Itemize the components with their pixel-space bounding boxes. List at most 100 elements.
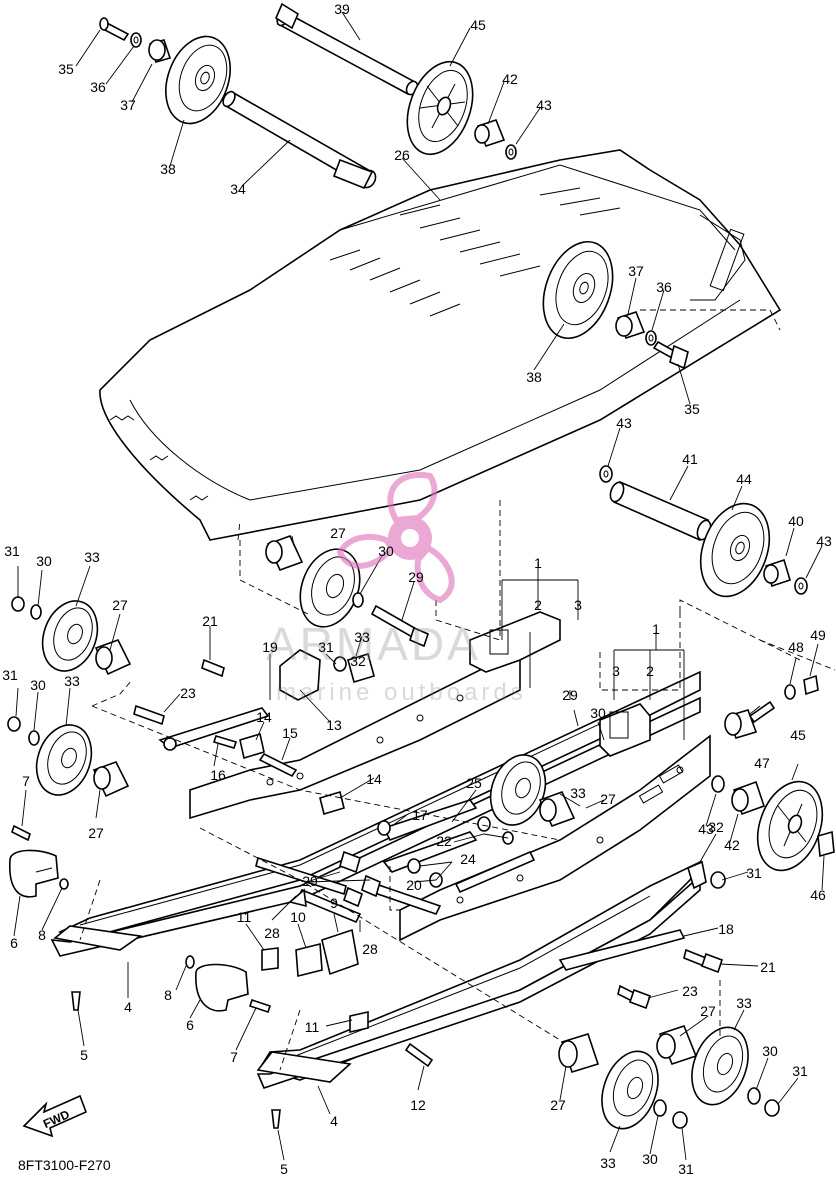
- callout-31-e: 31: [792, 1063, 808, 1079]
- callout-27-c: 27: [112, 597, 128, 613]
- callout-14-b: 14: [366, 771, 382, 787]
- callout-46: 46: [810, 887, 826, 903]
- callout-13: 13: [326, 717, 342, 733]
- callout-24: 24: [460, 851, 476, 867]
- callout-47: 47: [754, 755, 770, 771]
- callout-30-a: 30: [378, 543, 394, 559]
- callout-36: 36: [90, 79, 106, 95]
- callout-43-c: 43: [816, 533, 832, 549]
- callout-26: 26: [394, 147, 410, 163]
- callout-27-e: 27: [550, 1097, 566, 1113]
- callout-33-a: 33: [354, 629, 370, 645]
- assembly-lines: [79, 309, 836, 1071]
- callout-38: 38: [160, 161, 176, 177]
- callout-5-b: 5: [280, 1161, 288, 1177]
- callout-48: 48: [788, 639, 804, 655]
- callout-8-b: 8: [164, 987, 172, 1003]
- watermark-brand: ARMADA: [266, 618, 481, 670]
- callout-3-b: 3: [612, 663, 620, 679]
- callout-31-f: 31: [678, 1161, 694, 1177]
- callout-12: 12: [410, 1097, 426, 1113]
- callout-35-b: 35: [684, 401, 700, 417]
- callout-27-d: 27: [88, 825, 104, 841]
- callout-30-f: 30: [642, 1151, 658, 1167]
- callout-19: 19: [262, 639, 278, 655]
- callout-32-a: 32: [350, 653, 366, 669]
- callout-37: 37: [120, 97, 136, 113]
- callout-31-c: 31: [4, 543, 20, 559]
- callout-17: 17: [412, 807, 428, 823]
- track-belt: [99, 149, 782, 541]
- callout-33-f: 33: [600, 1155, 616, 1171]
- callout-9: 9: [330, 895, 338, 911]
- callout-37-b: 37: [628, 263, 644, 279]
- callout-33-d: 33: [64, 673, 80, 689]
- callout-33-e: 33: [736, 995, 752, 1011]
- callout-30-d: 30: [30, 677, 46, 693]
- callout-29-a: 29: [408, 569, 424, 585]
- watermark-sub: marine outboards: [276, 679, 527, 706]
- callout-33-c: 33: [84, 549, 100, 565]
- diagram-code: 8FT3100-F270: [18, 1157, 111, 1173]
- callout-14-a: 14: [256, 709, 272, 725]
- callout-10: 10: [290, 909, 306, 925]
- callout-40: 40: [788, 513, 804, 529]
- callout-39: 39: [334, 1, 350, 17]
- left-side-wheels: [7, 534, 429, 1011]
- callout-35: 35: [58, 61, 74, 77]
- callout-44: 44: [736, 471, 752, 487]
- callout-11-b: 11: [305, 1019, 320, 1035]
- callout-21-a: 21: [202, 613, 218, 629]
- callout-27-b: 27: [600, 791, 616, 807]
- callout-2-b: 2: [646, 663, 654, 679]
- fwd-arrow-icon: FWD: [22, 1094, 88, 1138]
- callout-29-c: 29: [302, 873, 318, 889]
- callout-41: 41: [682, 451, 698, 467]
- callout-15: 15: [282, 725, 298, 741]
- callout-43: 43: [536, 97, 552, 113]
- callout-32-b: 32: [708, 819, 724, 835]
- callout-3-a: 3: [574, 597, 582, 613]
- callout-31-b: 31: [746, 865, 762, 881]
- rear-idler-right: [542, 240, 689, 370]
- callout-5-a: 5: [80, 1047, 88, 1063]
- callout-33-b: 33: [570, 785, 586, 801]
- callout-31-a: 31: [318, 639, 334, 655]
- callout-49: 49: [810, 627, 826, 643]
- callout-29-b: 29: [562, 687, 578, 703]
- callout-38-b: 38: [526, 369, 542, 385]
- callout-23-b: 23: [682, 983, 698, 999]
- callout-22: 22: [436, 833, 452, 849]
- callout-31-d: 31: [2, 667, 18, 683]
- center-wheels: [255, 754, 576, 924]
- callout-42: 42: [502, 71, 518, 87]
- callout-7-a: 7: [22, 773, 30, 789]
- rear-lower-parts: [133, 649, 434, 1129]
- callout-11-a: 11: [237, 909, 252, 925]
- callout-1-a: 1: [534, 555, 542, 571]
- callout-16: 16: [210, 767, 226, 783]
- callout-34: 34: [230, 181, 246, 197]
- callout-6-b: 6: [186, 1017, 194, 1033]
- callout-25: 25: [466, 775, 482, 791]
- center-brackets: [469, 611, 651, 757]
- callout-28-b: 28: [362, 941, 378, 957]
- upper-idler-assembly: [99, 2, 517, 190]
- callout-27-f: 27: [700, 1003, 716, 1019]
- callout-43-b: 43: [616, 415, 632, 431]
- right-side-wheels: [558, 674, 835, 1130]
- callout-4-a: 4: [124, 999, 132, 1015]
- callout-2-a: 2: [534, 597, 542, 613]
- callout-23-a: 23: [180, 685, 196, 701]
- callout-28-a: 28: [264, 925, 280, 941]
- slide-rails: [50, 648, 711, 1089]
- callout-42-b: 42: [724, 837, 740, 853]
- callout-36-b: 36: [656, 279, 672, 295]
- callout-20: 20: [406, 877, 422, 893]
- callout-45: 45: [470, 17, 486, 33]
- leader-lines: [13, 11, 825, 1161]
- callout-18: 18: [718, 921, 734, 937]
- callout-1-b: 1: [652, 621, 660, 637]
